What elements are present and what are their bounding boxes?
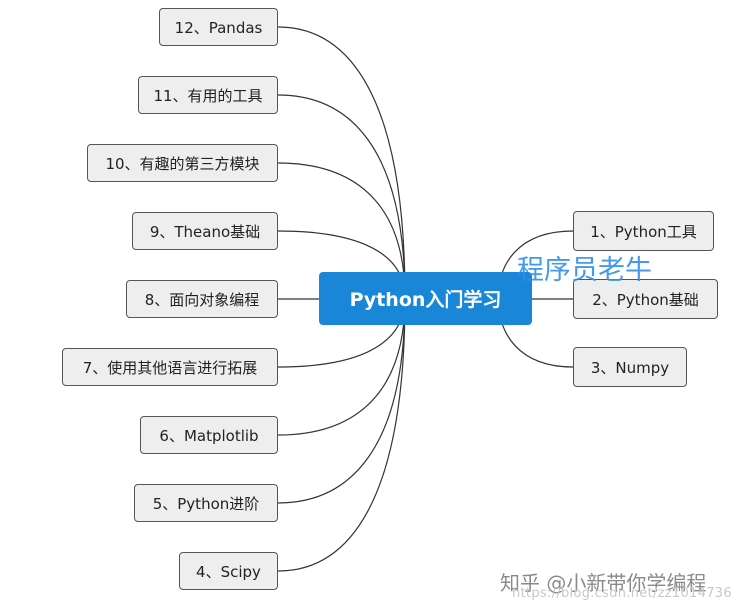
branch-node-12[interactable]: 12、Pandas [159,8,278,46]
overlay-watermark: 程序员老牛 [517,255,652,286]
branch-node-4[interactable]: 4、Scipy [179,552,278,590]
branch-node-11[interactable]: 11、有用的工具 [138,76,278,114]
branch-node-9[interactable]: 9、Theano基础 [132,212,278,250]
branch-node-6[interactable]: 6、Matplotlib [140,416,278,454]
connector-branch-node-11 [277,94,406,299]
connector-branch-node-6 [277,297,406,436]
root-node[interactable]: Python入门学习 [319,272,532,325]
branch-node-5[interactable]: 5、Python进阶 [134,484,278,522]
url-watermark: https://blog.csdn.net/zz1014736 [512,586,732,601]
branch-node-10[interactable]: 10、有趣的第三方模块 [87,144,278,182]
connector-branch-node-12 [277,26,406,299]
branch-node-8[interactable]: 8、面向对象编程 [126,280,278,318]
branch-node-3[interactable]: 3、Numpy [573,347,687,387]
connector-branch-node-4 [277,297,406,572]
platform-watermark: 知乎 @小新带你学编程 [500,571,707,595]
branch-node-1[interactable]: 1、Python工具 [573,211,714,251]
connector-branch-node-10 [277,162,406,299]
branch-node-2[interactable]: 2、Python基础 [573,279,718,319]
connector-branch-node-5 [277,297,406,504]
branch-node-7[interactable]: 7、使用其他语言进行拓展 [62,348,278,386]
